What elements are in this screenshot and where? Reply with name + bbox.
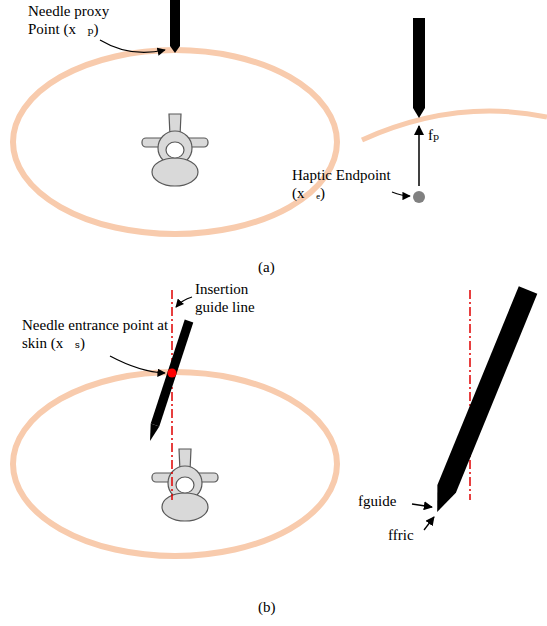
- label: Needle proxy Point (x⃗ₚ): [28, 2, 138, 38]
- needle: [437, 286, 537, 512]
- force-arrow: [424, 517, 434, 530]
- needle: [413, 18, 425, 108]
- haptic-endpoint: [413, 191, 425, 203]
- label: Haptic Endpoint (x⃗ₑ): [292, 166, 392, 202]
- label: (a): [258, 258, 298, 276]
- label: Needle entrance point at skin (x⃗ₛ): [22, 316, 172, 352]
- skin-outline: [13, 50, 337, 234]
- force-arrow: [412, 504, 432, 507]
- guide-line: [171, 290, 173, 500]
- label: (b): [258, 598, 298, 616]
- label: fₚ: [428, 126, 468, 144]
- guide-line: [469, 290, 471, 500]
- force-arrow: [418, 126, 420, 186]
- label: fguide: [358, 492, 418, 510]
- vertebra: [152, 449, 218, 521]
- needle: [170, 0, 180, 46]
- leader-line: [176, 297, 192, 307]
- skin-outline: [362, 111, 547, 140]
- skin-outline: [13, 372, 337, 556]
- vertebra: [142, 114, 208, 186]
- leader-line: [110, 356, 165, 373]
- leader-line: [100, 40, 165, 52]
- label: Insertion guide line: [195, 280, 280, 316]
- label: ffric: [388, 526, 428, 544]
- leader-line: [392, 192, 410, 196]
- entrance-point: [168, 369, 177, 378]
